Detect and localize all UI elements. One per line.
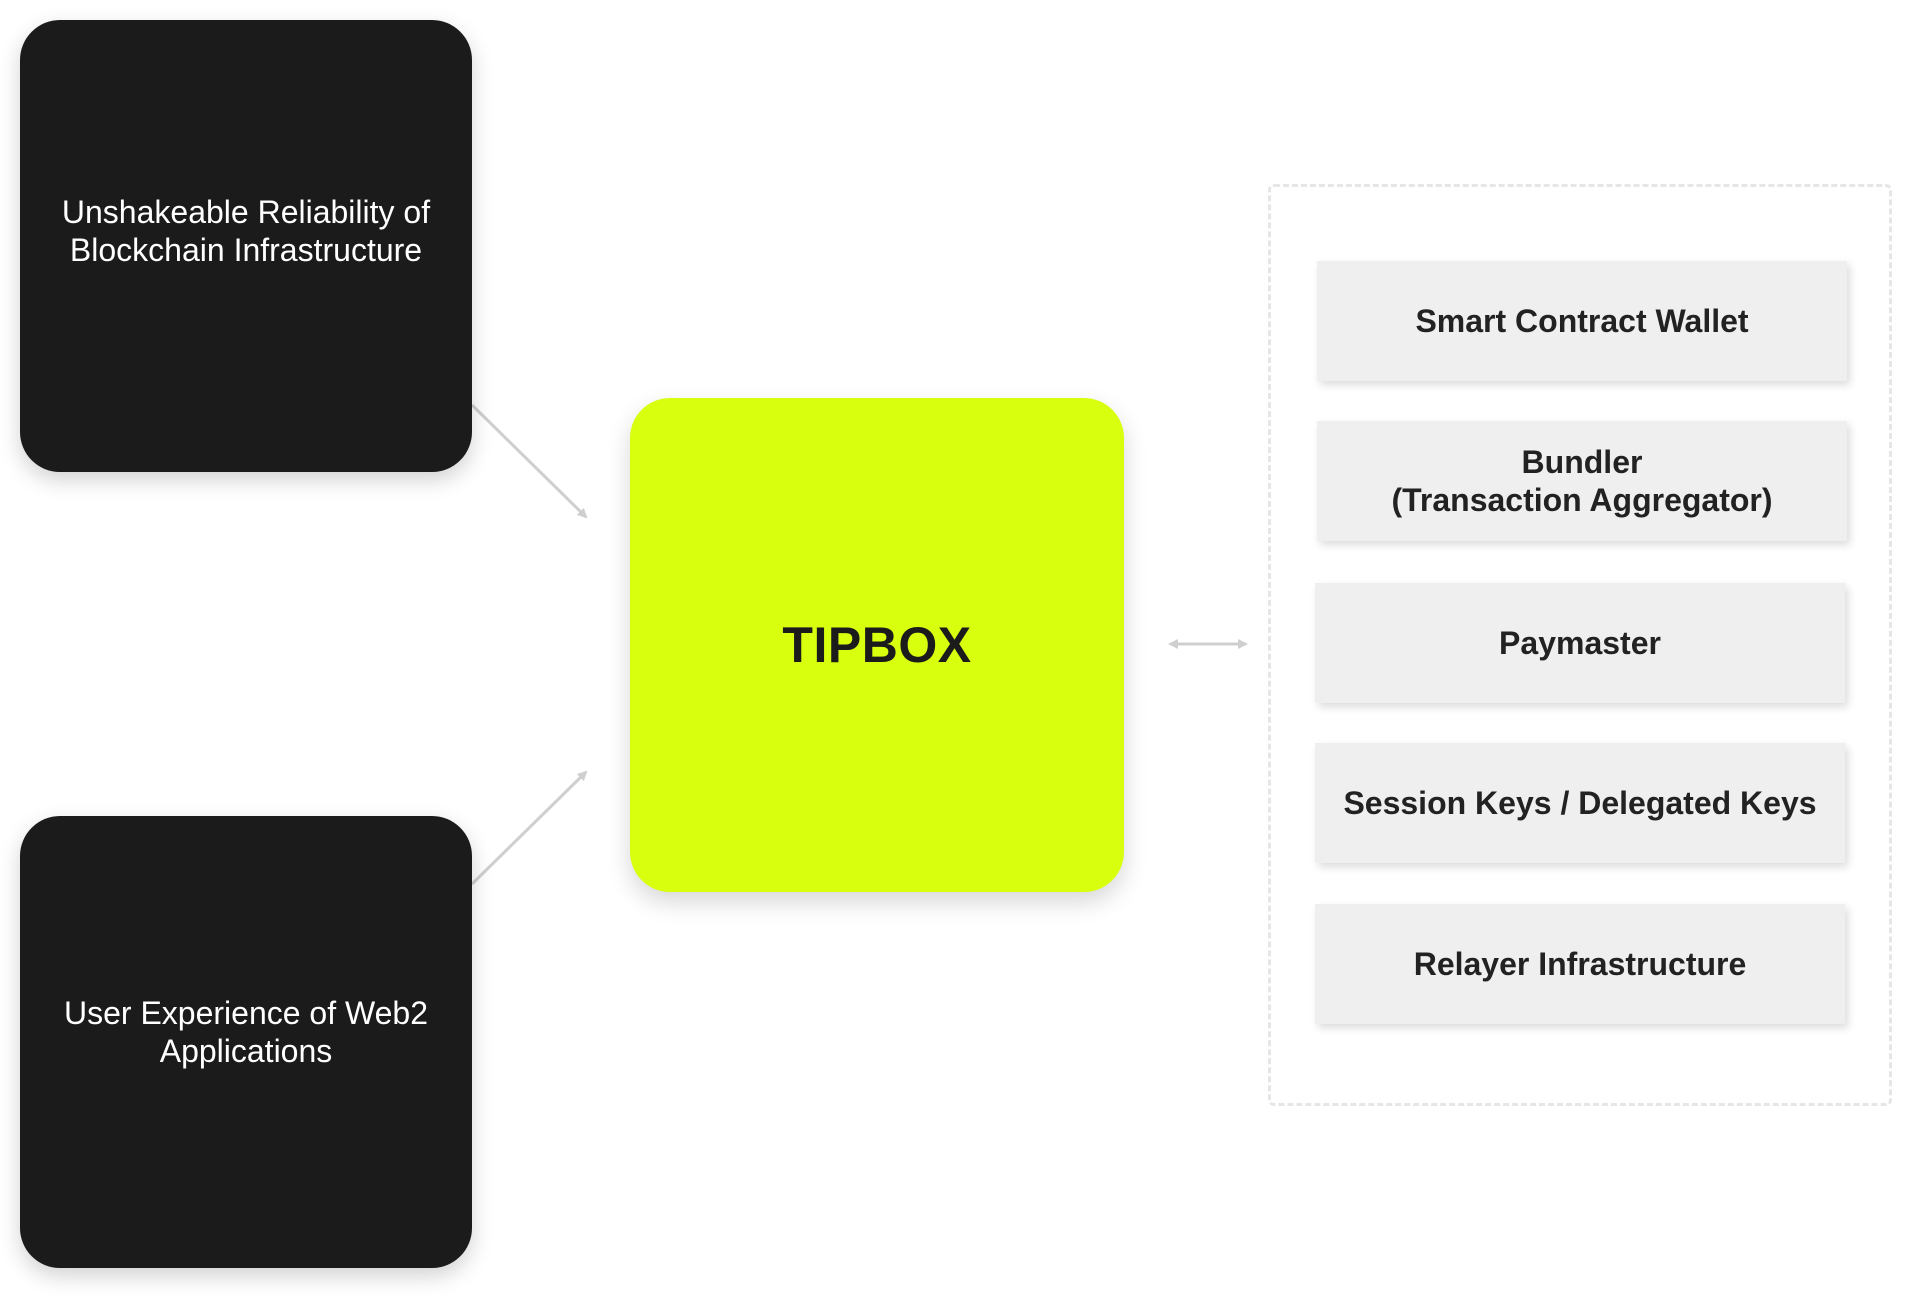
component-paymaster: Paymaster bbox=[1315, 583, 1845, 703]
input-box-blockchain-reliability-label: Unshakeable Reliability of Blockchain In… bbox=[61, 194, 431, 268]
component-label: Bundler (Transaction Aggregator) bbox=[1391, 444, 1773, 518]
component-bundler: Bundler (Transaction Aggregator) bbox=[1317, 421, 1847, 541]
tipbox-title: TIPBOX bbox=[782, 617, 972, 673]
input-box-web2-experience: User Experience of Web2 Applications bbox=[20, 816, 472, 1268]
tipbox-center-box: TIPBOX bbox=[630, 398, 1124, 892]
component-smart-contract-wallet: Smart Contract Wallet bbox=[1317, 261, 1847, 381]
component-session-keys: Session Keys / Delegated Keys bbox=[1315, 743, 1845, 863]
arrow-bottom-to-center bbox=[470, 770, 588, 886]
component-label: Relayer Infrastructure bbox=[1413, 946, 1747, 982]
input-box-web2-experience-label: User Experience of Web2 Applications bbox=[63, 995, 429, 1069]
arrow-top-to-center bbox=[470, 403, 588, 519]
input-box-blockchain-reliability: Unshakeable Reliability of Blockchain In… bbox=[20, 20, 472, 472]
component-label: Paymaster bbox=[1499, 625, 1661, 661]
component-relayer-infrastructure: Relayer Infrastructure bbox=[1315, 904, 1845, 1024]
components-container bbox=[1268, 184, 1892, 1106]
component-label: Session Keys / Delegated Keys bbox=[1343, 785, 1817, 821]
component-label: Smart Contract Wallet bbox=[1415, 303, 1749, 339]
